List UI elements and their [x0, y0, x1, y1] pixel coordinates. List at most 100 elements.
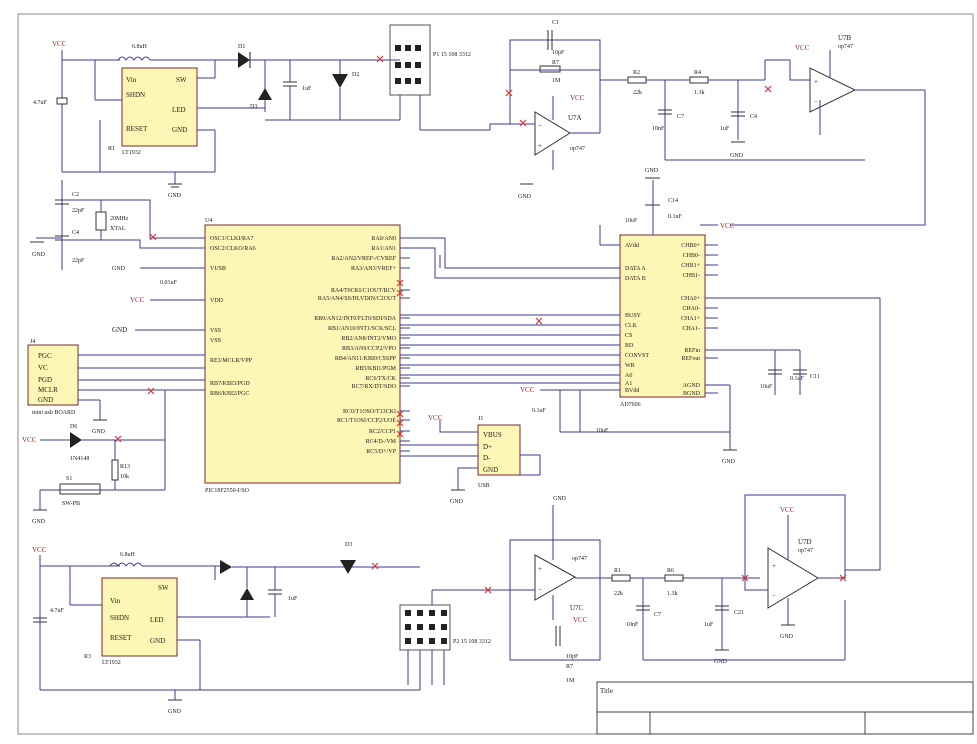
adc-pin-label: CHB1+ — [681, 263, 700, 269]
svg-text:+: + — [772, 562, 776, 570]
usb-ref: J1 — [478, 416, 483, 422]
cap-ref: C1 — [552, 20, 559, 26]
opamp-ref: U7A — [568, 114, 582, 122]
resistor-ref: R13 — [120, 464, 130, 470]
cap-value: 10nF — [626, 622, 639, 628]
adc-pin-label: CHA0- — [682, 306, 700, 312]
adc-pin-label: CHB0- — [683, 253, 700, 259]
gnd-label: GND — [714, 659, 728, 665]
mcu-pin-label: RC4/D-/VM — [366, 439, 397, 445]
led-label: D2 — [352, 72, 359, 78]
opamp-model: op747 — [572, 556, 587, 562]
zener-diode — [258, 88, 272, 100]
usb-body — [477, 424, 521, 476]
diode-d4 — [220, 560, 232, 574]
adc-pin-label: A0 — [625, 373, 632, 379]
vcc-label: VCC — [573, 616, 588, 624]
svg-text:VCC: VCC — [130, 296, 145, 304]
vcc-label: VCC — [428, 414, 443, 422]
mcu-pin-label: VSS — [210, 338, 221, 344]
bottom-amplifier: + − U7C op747 VCC GND 10pF R7 1M R1 22k … — [509, 494, 846, 684]
vcc-label: VCC — [520, 386, 535, 394]
mcu-pin-label: RC1/T1OSI/CCP2/UOE — [337, 418, 396, 424]
resistor-value: 1M — [566, 678, 575, 684]
mcu-pin-label: RC7/RX/DT/SDO — [352, 384, 397, 390]
no-connect-markers — [114, 55, 847, 594]
title-block: Title — [596, 681, 974, 735]
opamp-u7c — [534, 554, 577, 601]
svg-text:C2: C2 — [72, 192, 79, 198]
lt1932-ic — [121, 67, 198, 147]
diode-part: 1N4148 — [70, 456, 89, 462]
pin-label: GND — [172, 126, 187, 134]
opamp-model: op747 — [838, 44, 853, 50]
resistor-value: 1.3k — [694, 90, 705, 96]
pin-label: LED — [150, 616, 164, 624]
cap-value: 1uF — [704, 622, 714, 628]
pin-label: VBUS — [483, 431, 502, 439]
diode-d6 — [70, 432, 82, 448]
cap-label: 1uF — [288, 596, 298, 602]
header-ref: J4 — [30, 339, 35, 345]
cap-label: 1uF — [302, 86, 312, 92]
led-d3 — [340, 560, 356, 574]
gnd-label: GND — [92, 429, 106, 435]
adc-pin-label: REFout — [681, 356, 700, 362]
svg-text:C4: C4 — [72, 230, 79, 236]
usb-connector: J1 VBUS D+ D- GND USB VCC GND — [400, 414, 541, 505]
diode-label: D1 — [238, 44, 245, 50]
pin-label: Vin — [110, 597, 121, 605]
mcu-pin-label: RA1/AN1 — [371, 246, 396, 252]
resistor-value: 1M — [552, 78, 561, 84]
adc-pin-label: CHB0+ — [681, 243, 700, 249]
header-note: mini usb BOARD — [32, 410, 76, 416]
ic-name: LT1932 — [122, 150, 141, 156]
gnd-label: GND — [32, 519, 46, 525]
adc-pin-label: A1 — [625, 381, 632, 387]
resistor-ref: R7 — [566, 664, 573, 670]
pin-label: RESET — [110, 634, 132, 642]
mcu-pin-label: RB5/KBI1/PGM — [355, 366, 396, 372]
pin-label: SW — [176, 76, 187, 84]
gnd-label: GND — [112, 326, 127, 334]
cap-value: 22pF — [72, 258, 85, 264]
diode-d1 — [238, 52, 250, 68]
cap-value: 0.1uF — [532, 408, 547, 414]
crystal-symbol — [95, 211, 107, 231]
switch-ref: S1 — [66, 476, 72, 482]
mcu-pin-label: RA4/T0CKI/C1OUT/RCV — [331, 288, 397, 294]
gnd-label: GND — [112, 266, 126, 272]
pin-label: D- — [483, 454, 491, 462]
mcu-ref: U4 — [205, 218, 212, 224]
cap-label: 4.7uF — [33, 100, 48, 106]
adc-pin-label: AVdd — [625, 243, 639, 249]
svg-text:−: − — [538, 122, 542, 130]
cap-ref: C14 — [668, 198, 678, 204]
vcc-label: VCC — [22, 436, 37, 444]
connector-label: P2 15 108 3312 — [453, 639, 491, 645]
cap-ref: C4 — [750, 114, 757, 120]
mcu-pin-label: OSC1/CLKI/RA7 — [210, 236, 253, 242]
pin-label: GND — [150, 637, 165, 645]
adc-pin-label: CHA0+ — [681, 296, 701, 302]
mcu-pin-label: VUSB — [210, 266, 226, 272]
vcc-label: VCC — [570, 94, 585, 102]
mcu-pin-label: RB2/AN8/INT2/VMO — [341, 336, 396, 342]
gnd-label: GND — [780, 634, 794, 640]
top-supply: VCC 4.7uF 6.8uH Vin SHDN RESET SW LED GN… — [33, 40, 400, 199]
mcu-pin-label: RA2/AN2/VREF-/CVREF — [331, 256, 396, 262]
led-d2 — [332, 74, 348, 88]
mcu-pin-label: RA0/AN0 — [371, 236, 396, 242]
gnd-label: GND — [450, 499, 464, 505]
cap-ref: C21 — [734, 610, 744, 616]
mcu-pin-label: RC6/TX/CK — [365, 376, 396, 382]
mcu-pin-label: RB0/AN12/INT0/FLT0/SDI/SDA — [314, 316, 396, 322]
cap-ref: C7 — [677, 114, 684, 120]
resistor-ref: R6 — [667, 568, 674, 574]
mcu-pin-label: RC5/D+/VP — [366, 449, 396, 455]
resistor-label: R3 — [84, 654, 91, 660]
vcc-label: VCC — [52, 40, 67, 48]
adc-pin-label: CS — [625, 333, 632, 339]
vcc-label: VCC — [795, 44, 810, 52]
